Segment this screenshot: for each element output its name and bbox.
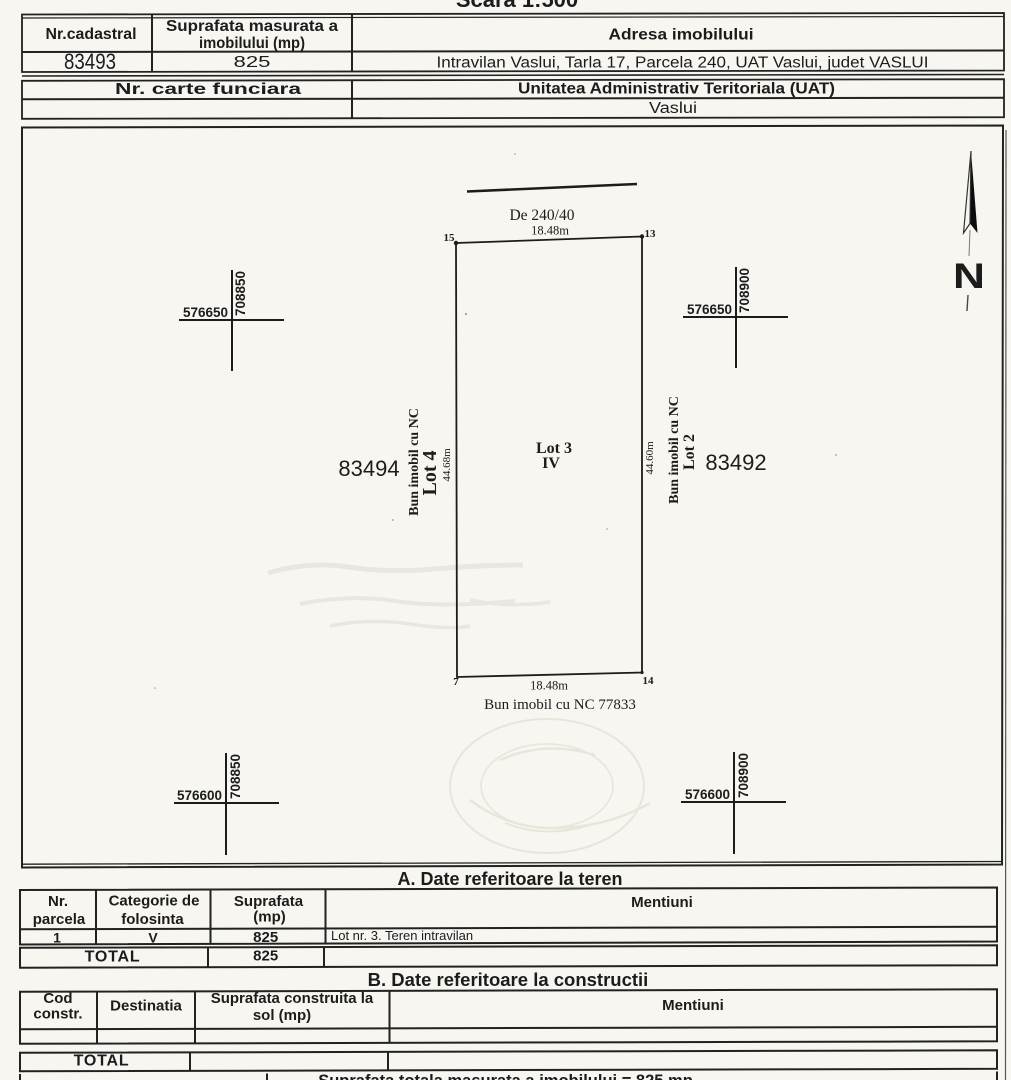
svg-text:Suprafata: Suprafata [234,893,304,910]
svg-text:N: N [953,257,985,296]
svg-text:Scara 1:500: Scara 1:500 [456,0,578,12]
svg-text:15: 15 [444,232,456,244]
svg-text:Lot 4: Lot 4 [419,451,441,496]
svg-text:708850: 708850 [228,754,243,799]
svg-text:Adresa imobilului: Adresa imobilului [609,27,754,44]
svg-text:A. Date referitoare la teren: A. Date referitoare la teren [397,869,622,889]
svg-text:folosinta: folosinta [121,911,184,928]
svg-text:83493: 83493 [64,49,116,74]
svg-text:Bun imobil cu NC: Bun imobil cu NC [407,408,422,516]
svg-text:parcela: parcela [33,911,86,928]
svg-text:Lot 2: Lot 2 [681,434,698,470]
svg-text:44.68m: 44.68m [441,448,453,482]
svg-text:imobilului (mp): imobilului (mp) [199,35,305,52]
svg-text:Categorie de: Categorie de [109,893,200,910]
svg-text:Vaslui: Vaslui [649,100,697,117]
svg-text:De 240/40: De 240/40 [509,207,574,224]
svg-text:83494: 83494 [338,456,399,481]
svg-text:576650: 576650 [183,305,228,320]
svg-text:constr.: constr. [33,1006,82,1023]
svg-text:Suprafata construita la: Suprafata construita la [211,990,374,1007]
svg-text:Lot nr. 3. Teren intravilan: Lot nr. 3. Teren intravilan [331,928,473,943]
svg-text:Suprafata masurata a: Suprafata masurata a [166,18,338,35]
svg-text:7: 7 [453,676,459,688]
svg-text:B. Date referitoare la constru: B. Date referitoare la constructii [368,969,649,990]
svg-text:708850: 708850 [233,271,248,316]
svg-text:Bun imobil cu NC: Bun imobil cu NC [667,396,682,504]
svg-text:(mp): (mp) [253,909,286,926]
svg-text:825: 825 [253,948,278,965]
svg-text:TOTAL: TOTAL [85,949,141,966]
svg-text:44.60m: 44.60m [644,441,656,475]
svg-text:708900: 708900 [737,268,752,313]
svg-text:Intravilan Vaslui, Tarla 17, P: Intravilan Vaslui, Tarla 17, Parcela 240… [437,55,929,72]
svg-text:Nr.: Nr. [48,893,68,910]
svg-text:825: 825 [253,929,278,946]
svg-text:V: V [148,930,158,946]
svg-text:576650: 576650 [687,302,732,317]
svg-text:1: 1 [53,930,61,946]
svg-text:Cod: Cod [43,990,72,1007]
svg-text:Mentiuni: Mentiuni [631,894,693,911]
svg-text:708900: 708900 [736,753,751,798]
svg-text:576600: 576600 [685,787,730,802]
svg-text:Destinatia: Destinatia [110,998,182,1015]
svg-text:Nr. carte funciara: Nr. carte funciara [115,81,301,98]
svg-text:825: 825 [234,54,271,71]
svg-text:83492: 83492 [705,450,766,475]
svg-text:14: 14 [643,675,655,687]
svg-text:18.48m: 18.48m [531,224,569,238]
svg-text:Unitatea Administrativ Teritor: Unitatea Administrativ Teritoriala (UAT) [518,81,835,98]
svg-text:IV: IV [542,455,560,472]
svg-text:Suprafata totala masurata a im: Suprafata totala masurata a imobilului =… [318,1072,693,1080]
svg-text:TOTAL: TOTAL [74,1053,130,1070]
svg-text:13: 13 [645,228,657,240]
svg-text:18.48m: 18.48m [530,679,568,693]
svg-text:Mentiuni: Mentiuni [662,997,724,1014]
svg-text:576600: 576600 [177,788,222,803]
svg-text:Lot 3: Lot 3 [536,440,572,457]
svg-text:Nr.cadastral: Nr.cadastral [46,26,137,43]
svg-text:Bun imobil cu NC 77833: Bun imobil cu NC 77833 [484,697,636,713]
svg-text:sol (mp): sol (mp) [253,1007,311,1024]
